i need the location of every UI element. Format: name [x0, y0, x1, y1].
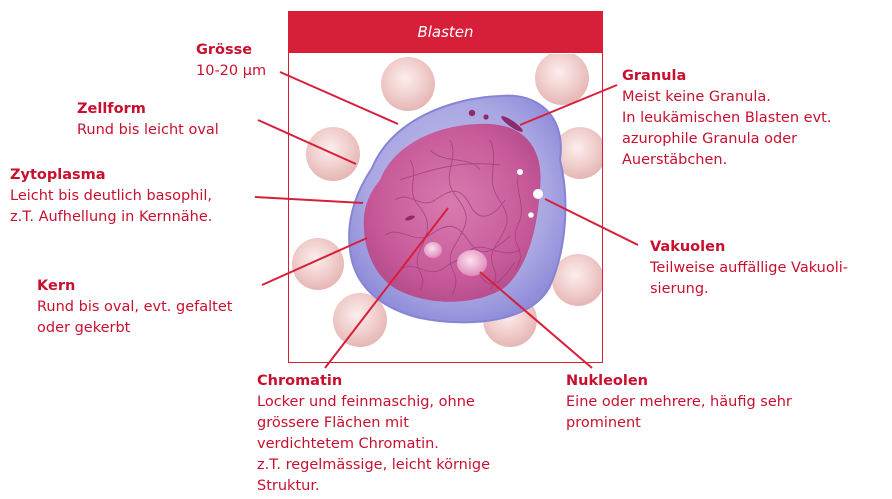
label-zellform-title: Zellform: [77, 99, 219, 120]
label-granula-title: Granula: [622, 66, 831, 87]
label-chromatin-title: Chromatin: [257, 371, 490, 392]
granule: [483, 114, 488, 119]
label-granula-text: Meist keine Granula. In leukämischen Bla…: [622, 87, 831, 171]
label-groesse: Grösse 10-20 µm: [196, 40, 266, 82]
granule: [469, 110, 475, 116]
label-chromatin-text: Locker und feinmaschig, ohne grössere Fl…: [257, 392, 490, 497]
label-nukleolen-text: Eine oder mehrere, häufig sehr prominent: [566, 392, 792, 434]
label-granula: Granula Meist keine Granula. In leukämis…: [622, 66, 831, 171]
label-zytoplasma-text: Leicht bis deutlich basophil, z.T. Aufhe…: [10, 186, 212, 228]
label-nukleolen-title: Nukleolen: [566, 371, 792, 392]
label-chromatin: Chromatin Locker und feinmaschig, ohne g…: [257, 371, 490, 497]
label-zellform: Zellform Rund bis leicht oval: [77, 99, 219, 141]
erythrocyte: [535, 51, 589, 105]
erythrocyte: [292, 238, 344, 290]
label-zytoplasma: Zytoplasma Leicht bis deutlich basophil,…: [10, 165, 212, 228]
leader-line-zytoplasma: [255, 197, 363, 203]
vacuole: [528, 212, 534, 218]
label-vakuolen-text: Teilweise auffällige Vakuoli- sierung.: [650, 258, 848, 300]
label-kern-title: Kern: [37, 276, 232, 297]
label-vakuolen-title: Vakuolen: [650, 237, 848, 258]
erythrocyte: [552, 254, 604, 306]
nucleolus: [457, 250, 487, 276]
leader-line-groesse: [280, 72, 398, 124]
label-kern-text: Rund bis oval, evt. gefaltet oder gekerb…: [37, 297, 232, 339]
vacuole: [517, 169, 523, 175]
label-zytoplasma-title: Zytoplasma: [10, 165, 212, 186]
label-groesse-title: Grösse: [196, 40, 266, 61]
label-kern: Kern Rund bis oval, evt. gefaltet oder g…: [37, 276, 232, 339]
erythrocyte: [381, 57, 435, 111]
label-nukleolen: Nukleolen Eine oder mehrere, häufig sehr…: [566, 371, 792, 434]
label-zellform-text: Rund bis leicht oval: [77, 120, 219, 141]
vacuole: [533, 189, 543, 199]
label-vakuolen: Vakuolen Teilweise auffällige Vakuoli- s…: [650, 237, 848, 300]
nucleolus: [424, 242, 442, 258]
label-groesse-text: 10-20 µm: [196, 61, 266, 82]
